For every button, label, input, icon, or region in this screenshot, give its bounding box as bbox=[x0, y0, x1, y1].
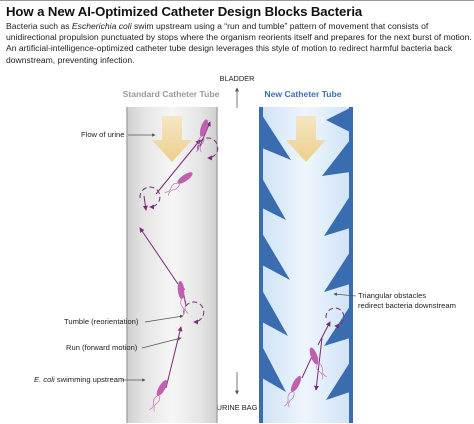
run-label: Run (forward motion) bbox=[66, 343, 138, 352]
urine-bag-label: URINE BAG bbox=[217, 403, 258, 412]
standard-tube-label: Standard Catheter Tube bbox=[123, 89, 220, 99]
ecoli-rest: swimming upstream bbox=[55, 375, 125, 384]
tumble-label: Tumble (reorientation) bbox=[64, 317, 139, 326]
standard-flow-arrow bbox=[152, 116, 192, 162]
description-part2: swim upstream using a “run and tumble” p… bbox=[6, 21, 472, 65]
description-species: Escherichia coli bbox=[71, 21, 132, 31]
new-bacteria bbox=[284, 347, 328, 408]
bacterium-4 bbox=[196, 119, 209, 153]
figure-title: How a New AI-Optimized Catheter Design B… bbox=[6, 4, 363, 19]
bladder-label: BLADDER bbox=[220, 74, 255, 83]
tumble-leader bbox=[144, 314, 184, 323]
run-leader bbox=[141, 337, 182, 349]
obstacles-leader bbox=[333, 292, 357, 297]
bacterium-1 bbox=[149, 380, 168, 412]
new-flow-arrow bbox=[286, 116, 326, 162]
new-bacterium-2 bbox=[309, 347, 328, 380]
tumble-circle-2 bbox=[139, 186, 161, 210]
tumble-circle-3 bbox=[197, 137, 219, 161]
obstacles-label-line1: Triangular obstacles bbox=[358, 291, 426, 300]
ecoli-italic: E. coli bbox=[34, 375, 55, 384]
standard-bacteria-path bbox=[139, 121, 219, 389]
flow-of-urine-label: Flow of urine bbox=[81, 130, 124, 139]
figure-description: Bacteria such as Escherichia coli swim u… bbox=[6, 21, 472, 66]
standard-bacteria bbox=[149, 119, 209, 412]
left-obstacles bbox=[262, 115, 291, 392]
tumble-circle-1 bbox=[183, 301, 205, 325]
top-rule bbox=[0, 0, 474, 1]
bacterium-2 bbox=[177, 281, 189, 316]
new-tube-label: New Catheter Tube bbox=[264, 89, 341, 99]
obstacles-label-line2: redirect bacteria downstream bbox=[358, 301, 456, 310]
bacterium-3 bbox=[164, 172, 193, 196]
ecoli-label: E. coli swimming upstream bbox=[34, 375, 124, 384]
description-part1: Bacteria such as bbox=[6, 21, 72, 31]
new-bacterium-1 bbox=[284, 375, 302, 408]
